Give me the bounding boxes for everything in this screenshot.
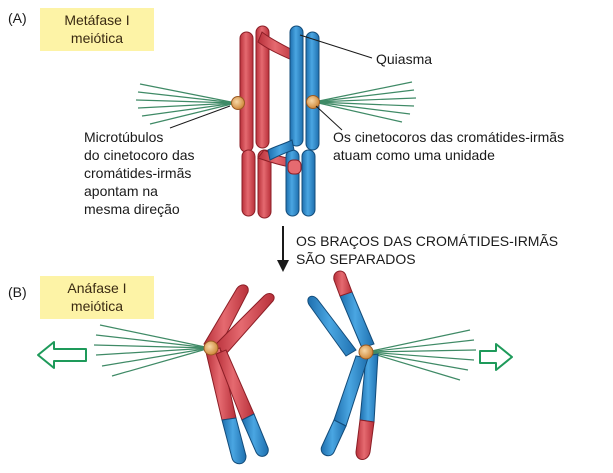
microtubule-note: Microtúbulos do cinetocoro das cromátide… [84, 128, 195, 218]
transition-arrow [277, 226, 289, 272]
anaphase-right-chromosome [307, 270, 379, 460]
chiasma-leader-line [299, 34, 373, 59]
kinetochore-leader-line [315, 105, 343, 131]
left-kinetochore [231, 96, 245, 110]
anaphase-title-line1: Anáfase I [67, 280, 127, 296]
right-pole-arrow [479, 343, 513, 371]
metaphase-blue-chromosome [267, 25, 320, 217]
left-pole-arrow [37, 341, 87, 369]
microtubule-note-line: cromátides-irmãs [84, 165, 192, 181]
anaphase-right-microtubules [366, 329, 477, 381]
transition-line: SÃO SEPARADOS [296, 251, 416, 267]
left-microtubules [135, 83, 237, 125]
anaphase-stage-box: Anáfase I meiótica [40, 276, 154, 319]
kinetochore-note-line: atuam como uma unidade [333, 147, 495, 163]
microtubule-note-line: mesma direção [84, 201, 180, 217]
anaphase-left-chromosome [203, 284, 275, 465]
right-microtubules [313, 81, 417, 123]
panel-a-letter: (A) [8, 10, 27, 26]
kinetochore-note-line: Os cinetocoros das cromátides-irmãs [333, 129, 565, 145]
kinetochore-note: Os cinetocoros das cromátides-irmãs atua… [333, 128, 564, 164]
chiasma-label: Quiasma [376, 51, 433, 67]
microtubule-note-line: do cinetocoro das [84, 147, 195, 163]
microtubule-leader-line [169, 105, 231, 129]
anaphase-left-kinetochore [203, 340, 219, 356]
microtubule-note-line: apontam na [84, 183, 158, 199]
anaphase-right-kinetochore [358, 344, 374, 360]
metaphase-title-line2: meiótica [70, 30, 124, 46]
microtubule-note-line: Microtúbulos [84, 129, 164, 145]
anaphase-title-line2: meiótica [70, 298, 124, 314]
transition-line: OS BRAÇOS DAS CROMÁTIDES-IRMÃS [296, 233, 559, 249]
transition-text: OS BRAÇOS DAS CROMÁTIDES-IRMÃS SÃO SEPAR… [296, 232, 558, 268]
metaphase-stage-box: Metáfase I meiótica [40, 8, 154, 51]
anaphase-left-microtubules [93, 324, 211, 377]
metaphase-title-line1: Metáfase I [64, 12, 130, 28]
right-kinetochore [306, 95, 320, 109]
panel-b-letter: (B) [8, 284, 27, 300]
